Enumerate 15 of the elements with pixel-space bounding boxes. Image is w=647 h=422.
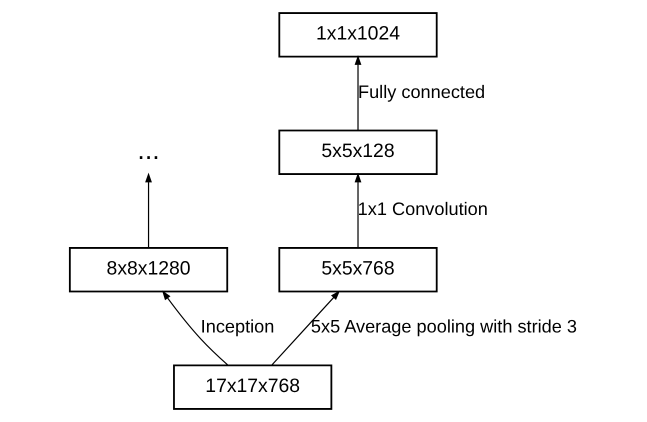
arrow (145, 172, 152, 248)
node-box: 8x8x1280 (68, 247, 228, 292)
node-box: 17x17x768 (173, 364, 332, 410)
node-box: 5x5x128 (278, 130, 438, 175)
arrow (354, 55, 362, 130)
edge-label: 1x1 Convolution (358, 199, 488, 220)
arrow (272, 290, 340, 366)
arrow (354, 172, 362, 248)
edge-label: Fully connected (358, 82, 486, 102)
edge-label: 5x5 Average pooling with stride 3 (310, 316, 578, 337)
arrow (162, 290, 228, 366)
edge-label: Inception (200, 316, 274, 337)
node-box: 1x1x1024 (278, 12, 438, 58)
node-text: ... (137, 135, 160, 166)
node-box: 5x5x768 (278, 247, 438, 292)
